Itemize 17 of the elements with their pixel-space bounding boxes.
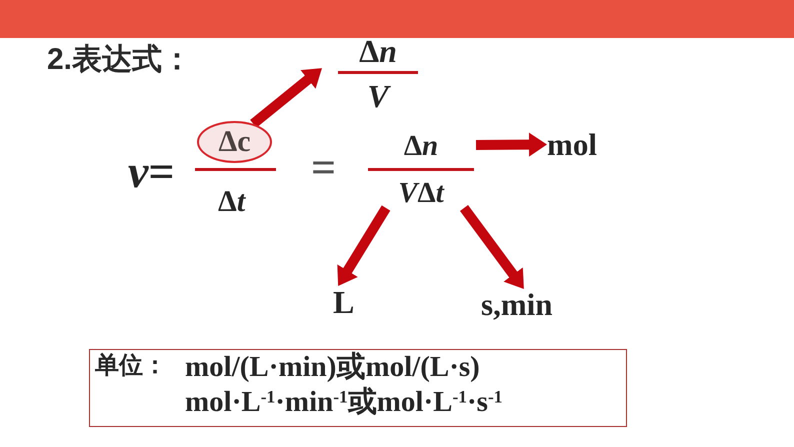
- denominator: VΔt: [398, 179, 444, 208]
- unit-formula: mol·L$^{-1}$·min$^{-1}$或mol·L$^{-1}$·s$^{-1}$: [185, 388, 502, 417]
- equation-left-side: v=: [128, 149, 175, 195]
- arrow: [476, 132, 548, 157]
- numerator: Δn: [359, 35, 397, 67]
- unit-label: L: [333, 286, 354, 318]
- circled-term: Δc: [197, 121, 272, 163]
- denominator: Δt: [218, 187, 246, 217]
- unit-heading: 单位：: [95, 354, 167, 378]
- unit-label: s,min: [481, 289, 552, 320]
- equals-sign: =: [311, 146, 336, 190]
- page-title: 2.表达式：: [47, 45, 192, 75]
- unit-box: [89, 349, 627, 427]
- unit-formula: mol/(L·min)或mol/(L·s): [185, 353, 480, 382]
- denominator: V: [367, 80, 389, 112]
- numerator: Δn: [404, 132, 438, 161]
- unit-label: mol: [547, 129, 597, 160]
